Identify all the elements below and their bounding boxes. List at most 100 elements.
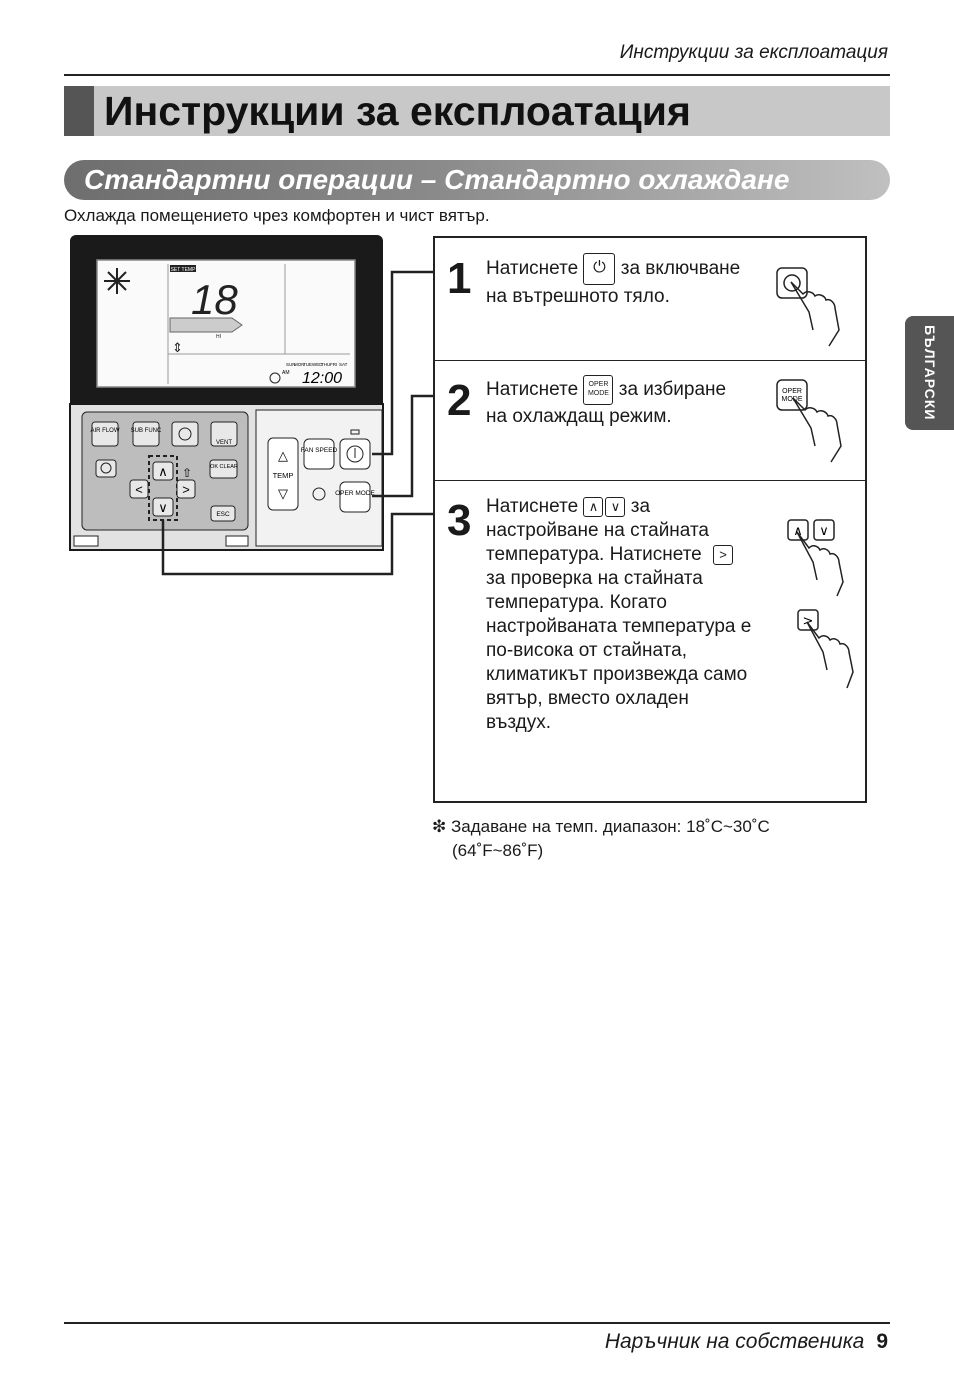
right-arrow-button-icon: >	[713, 544, 734, 565]
lcd-screen	[96, 259, 356, 388]
sensor-icon	[312, 487, 326, 501]
day-label: THU	[321, 362, 330, 367]
day-label: WED	[312, 362, 323, 367]
finger-press-power-icon	[776, 267, 840, 347]
gear-icon	[178, 427, 192, 441]
section-header: Стандартни операции – Стандартно охлажда…	[64, 160, 890, 200]
remote-foot	[225, 535, 249, 547]
page-number: 9	[876, 1330, 888, 1353]
note-line-2: (64˚F~86˚F)	[452, 841, 544, 860]
esc-label: ESC	[216, 511, 230, 518]
timer-icon	[100, 462, 112, 474]
fan-speed-button-label: FAN SPEED	[301, 447, 338, 454]
svg-text:∧: ∧	[158, 464, 168, 479]
power-icon	[346, 445, 364, 463]
svg-text:OPER: OPER	[782, 388, 802, 395]
step-1: 1 Натиснете ⏻ за включване на вътрешното…	[435, 238, 865, 360]
lcd-temperature: 18	[191, 276, 238, 323]
callout-line-3	[161, 512, 434, 576]
left-button	[129, 479, 149, 499]
down-button	[152, 497, 174, 517]
svg-text:∧: ∧	[793, 524, 803, 539]
language-tab-label: БЪЛГАРСКИ	[922, 325, 938, 421]
swing-icon: ⇕	[172, 340, 183, 355]
svg-text:<: <	[135, 482, 143, 497]
note-line-1: Задаване на темп. диапазон: 18˚C~30˚C	[450, 817, 770, 836]
remote-foot	[73, 535, 99, 547]
step-number: 1	[447, 254, 472, 303]
ok-clear-label: OK CLEAR	[210, 464, 238, 470]
remote-controller-illustration: SET TEMP 18 HI ⇕ SUN MON TUE WED THU FRI…	[69, 235, 434, 576]
vent-label: VENT	[216, 440, 232, 446]
clock-icon	[269, 372, 281, 384]
vent-button	[210, 421, 238, 447]
step-text: Натиснете ⏻ за включване на вътрешното т…	[486, 253, 740, 309]
step-divider	[435, 360, 865, 361]
lcd-clock: 12:00	[302, 370, 342, 387]
cooling-snowflake-icon	[104, 268, 130, 294]
power-led	[350, 429, 360, 435]
header-rule	[64, 74, 890, 76]
finger-press-oper-mode-icon: OPER MODE	[776, 379, 842, 463]
steps-box: 1 Натиснете ⏻ за включване на вътрешното…	[433, 236, 867, 803]
language-tab: БЪЛГАРСКИ	[905, 316, 954, 430]
settings-button	[171, 421, 199, 447]
section-intro: Охлажда помещението чрез комфортен и чис…	[64, 206, 490, 225]
ok-clear-button	[209, 459, 238, 479]
day-label: SAT	[339, 362, 348, 367]
fan-speed-button	[303, 438, 335, 470]
subfunc-label: SUB FUNC	[131, 428, 162, 434]
note-symbol: ❇	[432, 817, 447, 836]
day-label: FRI	[330, 362, 337, 367]
svg-text:MODE: MODE	[782, 396, 803, 403]
finger-press-temp-arrows-icon: ∧ ∨	[787, 519, 844, 597]
subfunc-button	[132, 421, 160, 447]
airflow-button	[91, 421, 119, 447]
temp-down-arrow: ▽	[278, 486, 288, 501]
oper-mode-button	[339, 481, 371, 513]
title-accent	[64, 86, 94, 136]
temperature-range-note: ❇ Задаване на темп. диапазон: 18˚C~30˚C …	[432, 815, 770, 863]
weekday-row: SUN MON TUE WED THU FRI SAT	[286, 362, 348, 367]
step-3: 3 Натиснете ∧∨ за настройване на стайнат…	[435, 480, 865, 800]
callout-line-1	[372, 270, 434, 456]
set-temp-label: SET TEMP	[171, 267, 196, 273]
svg-text:∨: ∨	[819, 524, 829, 539]
day-label: MON	[294, 362, 305, 367]
running-header: Инструкции за експлоатация	[619, 42, 888, 63]
svg-text:>: >	[803, 614, 814, 629]
callout-line-2	[372, 394, 434, 498]
fan-speed-bar	[169, 317, 243, 333]
day-label: TUE	[303, 362, 312, 367]
timer-button	[95, 459, 117, 478]
step-number: 3	[447, 496, 472, 545]
svg-text:∨: ∨	[158, 500, 168, 515]
svg-text:>: >	[182, 482, 190, 497]
airflow-label: AIR FLOW	[90, 428, 119, 434]
power-button-icon: ⏻	[583, 253, 616, 285]
right-button	[176, 479, 196, 499]
day-label: SUN	[286, 362, 296, 367]
set-temp-badge	[170, 265, 196, 272]
title-bar: Инструкции за експлоатация	[64, 86, 890, 136]
fan-speed-label: HI	[216, 334, 221, 340]
temp-rocker-button	[267, 437, 299, 511]
down-arrow-button-icon: ∨	[605, 496, 626, 517]
up-arrow-button-icon: ∧	[583, 496, 604, 517]
temp-up-arrow: △	[278, 448, 288, 463]
home-icon: ⇧	[182, 466, 192, 480]
am-label: AM	[282, 370, 290, 376]
section-title: Стандартни операции – Стандартно охлажда…	[84, 164, 790, 195]
esc-button	[210, 505, 236, 522]
page-title: Инструкции за експлоатация	[104, 88, 691, 134]
temp-label: TEMP	[273, 471, 294, 480]
step-text: Натиснете ∧∨ за настройване на стайната …	[486, 496, 752, 733]
step-divider	[435, 480, 865, 481]
finger-press-right-arrow-icon: >	[797, 609, 854, 689]
step-number: 2	[447, 376, 472, 425]
up-button	[152, 461, 174, 481]
